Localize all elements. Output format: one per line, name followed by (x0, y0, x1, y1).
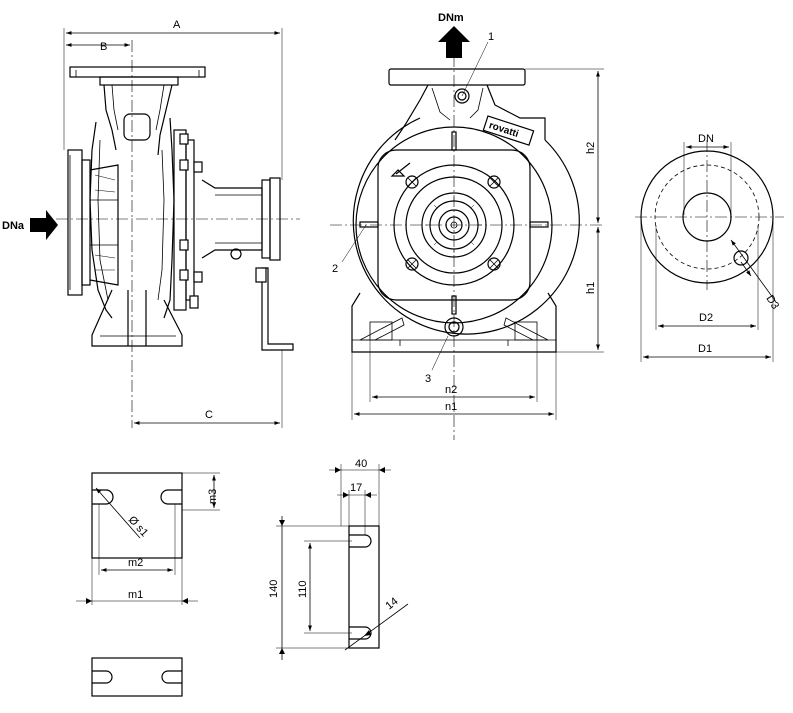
suction-label: DNa (2, 220, 25, 232)
discharge-arrow-icon (438, 26, 470, 58)
support-foot (276, 464, 409, 660)
dim-m1-label: m1 (128, 589, 143, 601)
dim-110-label: 110 (297, 580, 309, 598)
dim-D1-label: D1 (698, 343, 712, 355)
suction-arrow-icon (30, 210, 58, 240)
dim-D3-label: D3 (763, 293, 781, 311)
dim-17-label: 17 (350, 482, 362, 494)
foot-plan (76, 472, 220, 605)
callout-1: 1 (488, 31, 494, 43)
side-view (30, 28, 300, 428)
dim-140-label: 140 (268, 580, 280, 598)
dim-C-label: C (205, 409, 213, 421)
dim-s1-label: Ø s1 (126, 514, 150, 539)
dim-D2-label: D2 (699, 312, 713, 324)
dim-h2-label: h2 (585, 142, 597, 154)
dim-DN-label: DN (698, 133, 714, 145)
callout-3: 3 (425, 373, 431, 385)
dim-m2-label: m2 (128, 557, 143, 569)
discharge-label: DNm (438, 12, 464, 24)
rotation-arrow-icon (390, 162, 411, 177)
callout-2: 2 (332, 263, 338, 275)
dim-n2-label: n2 (445, 384, 457, 396)
flange-view (635, 140, 784, 362)
dim-m3-label: m3 (207, 489, 219, 504)
front-view: rovatti (330, 26, 604, 440)
dim-14-label: 14 (383, 595, 400, 612)
bottom-foot (91, 657, 183, 697)
dim-h1-label: h1 (585, 282, 597, 294)
dim-A-label: A (173, 19, 181, 31)
dim-40-label: 40 (355, 458, 367, 470)
dim-B-label: B (100, 41, 107, 53)
dim-n1-label: n1 (445, 401, 457, 413)
